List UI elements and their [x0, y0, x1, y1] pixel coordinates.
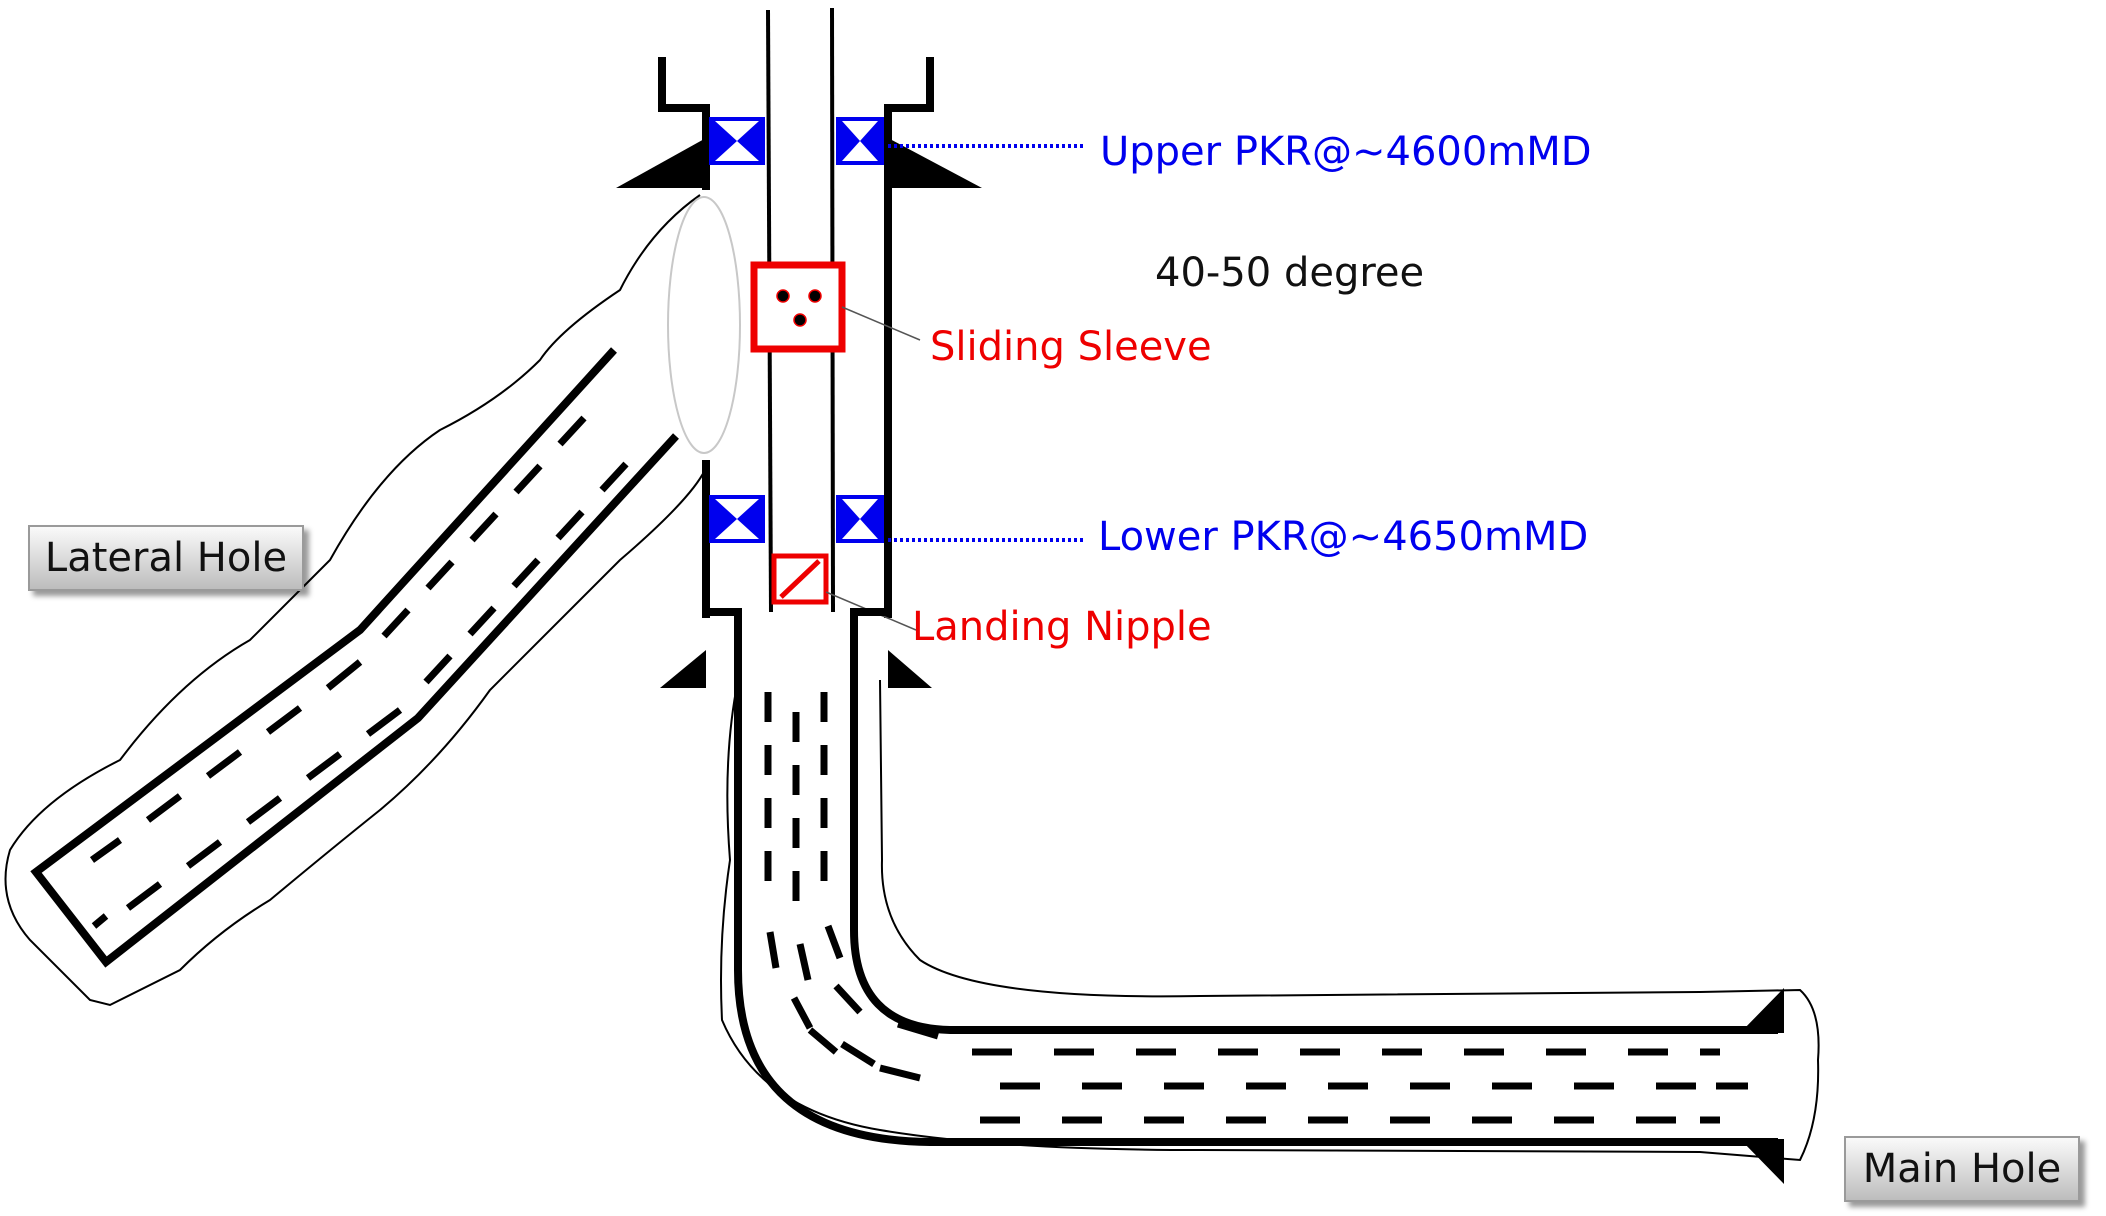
sliding-sleeve	[750, 261, 846, 353]
main-liner-inner	[850, 680, 1778, 1034]
lower-shoe-left	[660, 650, 706, 688]
liner-left-top	[706, 608, 742, 680]
main-liner-end-top	[1740, 988, 1784, 1033]
upper-packer-right	[836, 117, 884, 165]
upper-shoe-right	[888, 138, 982, 188]
lateral-hole-slots	[89, 415, 629, 929]
casing-window	[667, 196, 741, 454]
main-hole-label: Main Hole	[1844, 1136, 2080, 1202]
main-liner-end-bottom	[1740, 1139, 1784, 1184]
main-hole-slots	[764, 692, 1748, 1124]
casing-upper-right	[884, 57, 934, 618]
lower-packer-left	[709, 495, 765, 543]
upper-shoe-left	[616, 138, 706, 188]
angle-label: 40-50 degree	[1155, 250, 1424, 296]
lower-pkr-label: Lower PKR@~4650mMD	[1098, 514, 1588, 560]
liner-right-top	[850, 608, 888, 680]
sliding-sleeve-leader	[841, 306, 921, 341]
lateral-hole-open-hole-outline	[4, 194, 706, 1007]
upper-packer-left	[709, 117, 765, 165]
main-hole-open-hole-outline	[720, 679, 1820, 1162]
lateral-hole-label: Lateral Hole	[28, 525, 304, 591]
lower-shoe-right	[888, 650, 932, 688]
landing-nipple	[771, 553, 829, 605]
sliding-sleeve-label: Sliding Sleeve	[930, 324, 1212, 370]
lower-packer-right	[836, 495, 884, 543]
lateral-liner	[30, 347, 679, 968]
main-liner-outer	[734, 680, 1778, 1146]
landing-nipple-label: Landing Nipple	[912, 604, 1212, 650]
upper-pkr-label: Upper PKR@~4600mMD	[1100, 129, 1592, 175]
